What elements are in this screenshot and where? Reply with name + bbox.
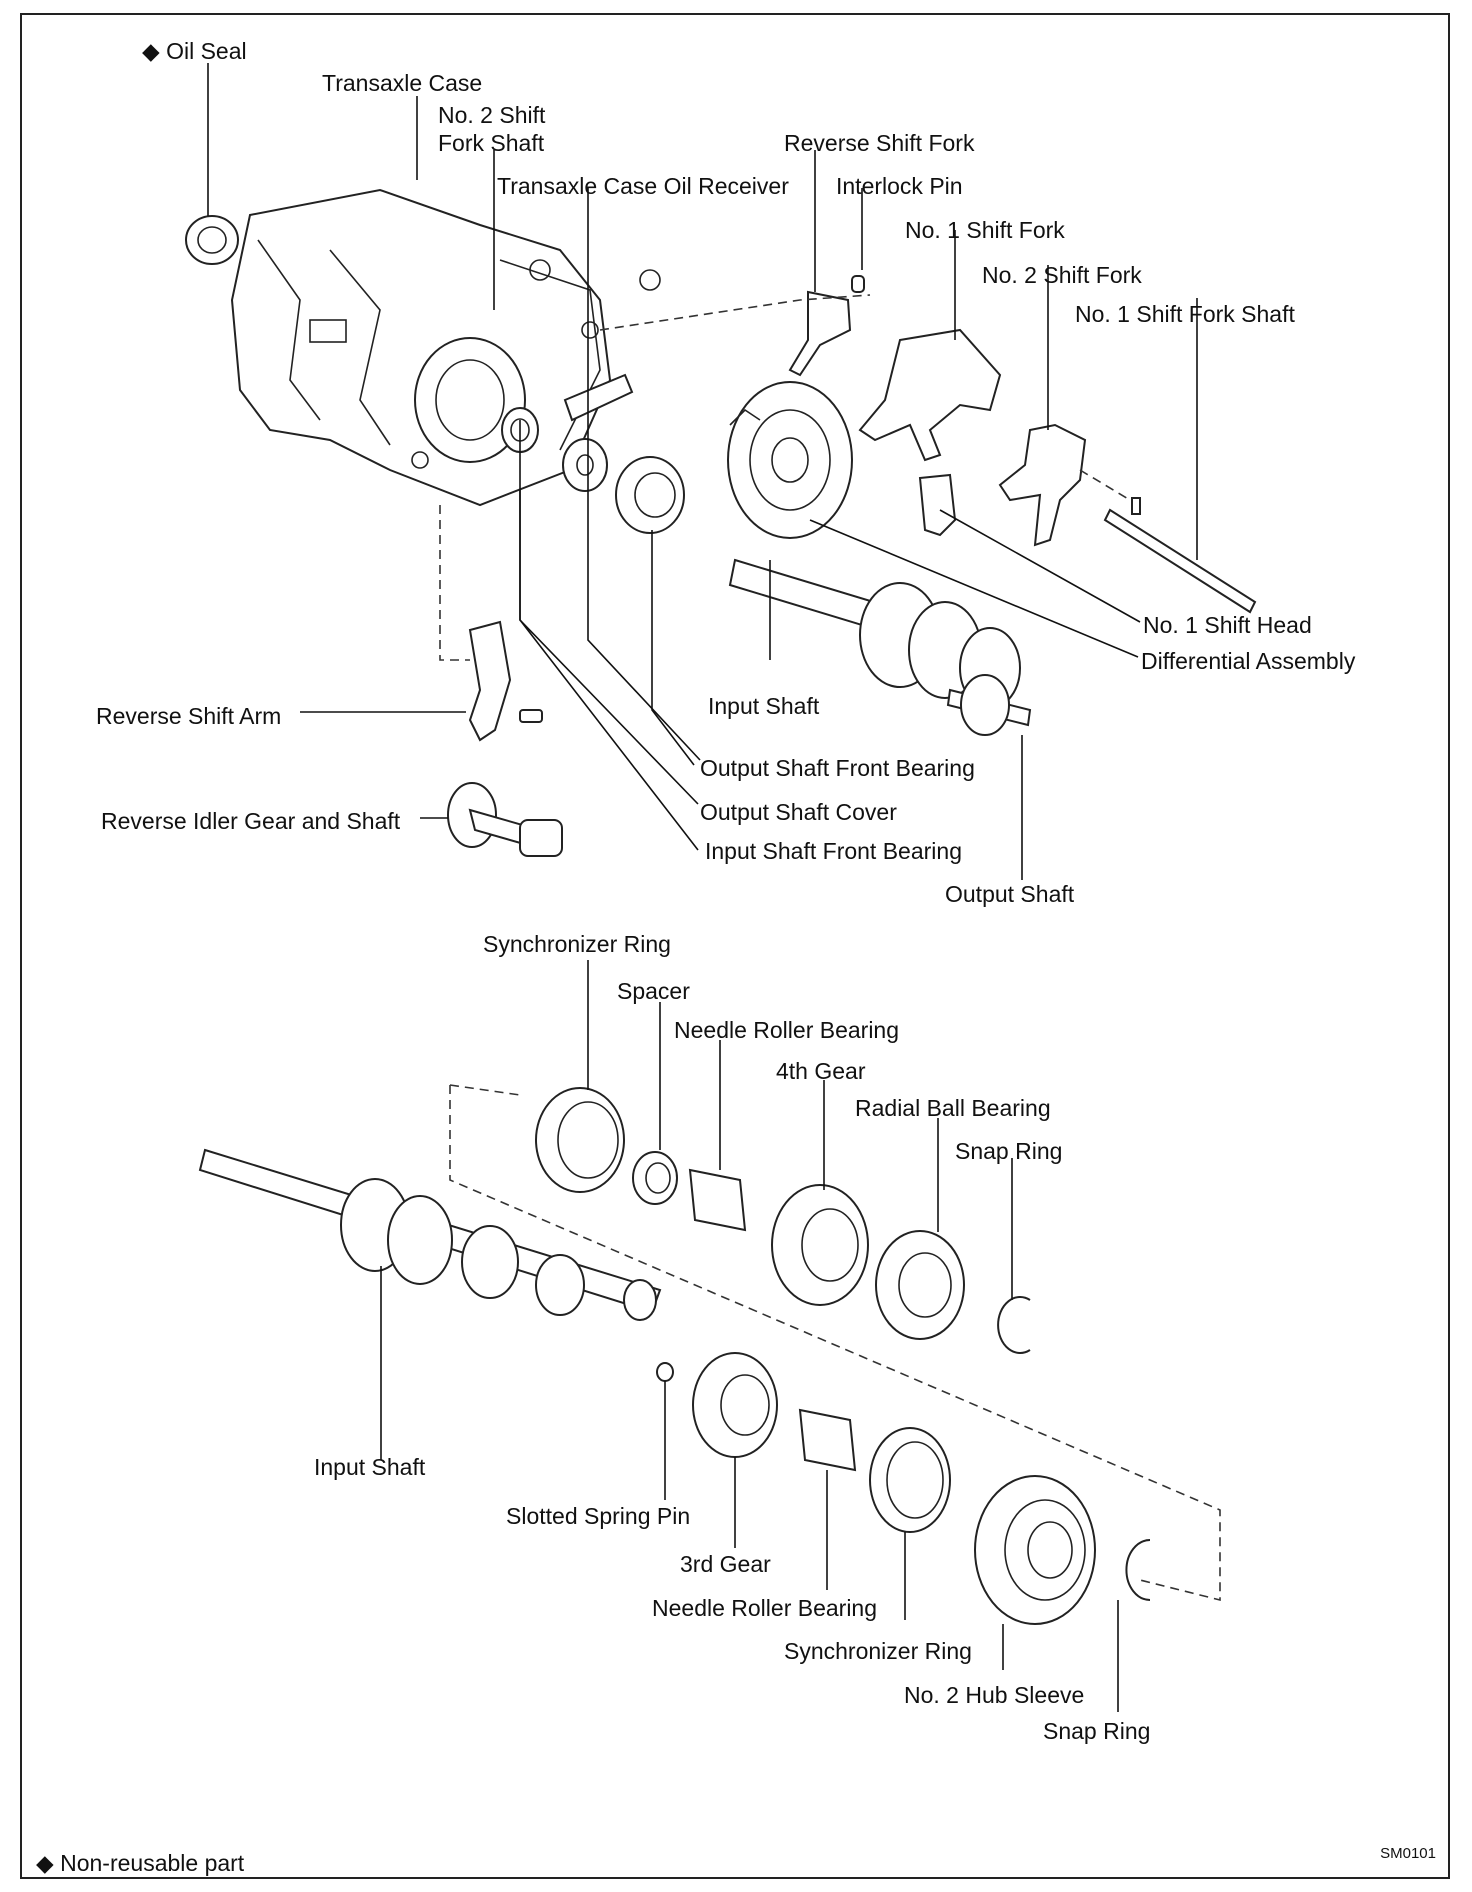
no2-shift-fork-shaft-label-line1: No. 2 Shift [438, 102, 546, 128]
legend-text: Non-reusable part [60, 1850, 245, 1876]
needle-roller-bearing-bottom-label: Needle Roller Bearing [652, 1595, 878, 1621]
interlock-pin-label: Interlock Pin [836, 173, 963, 199]
legend: ◆ Non-reusable part [36, 1850, 244, 1877]
input-shaft-top-label: Input Shaft [708, 693, 820, 719]
no2-shift-fork-shaft-label-line2: Fork Shaft [438, 130, 545, 156]
spacer-label: Spacer [617, 978, 690, 1004]
figure-frame [20, 13, 1450, 1879]
snap-ring-top-part [997, 1296, 1031, 1354]
figure-code: SM0101 [1380, 1845, 1436, 1862]
radial-ball-bearing-label: Radial Ball Bearing [855, 1095, 1051, 1121]
bearing-cover-parts [501, 373, 685, 534]
slotted-spring-pin-label: Slotted Spring Pin [506, 1503, 691, 1529]
third-gear-part [692, 1352, 778, 1458]
no1-shift-fork-part [858, 328, 1002, 462]
reverse-idler-gear-part [447, 782, 563, 857]
oil-seal-label: ◆ Oil Seal [142, 38, 247, 64]
needle-roller-bearing-bottom-part [798, 1408, 857, 1472]
snap-ring-bottom-label: Snap Ring [1043, 1718, 1151, 1744]
reverse-shift-arm-label: Reverse Shift Arm [96, 703, 282, 729]
no1-shift-fork-shaft-label: No. 1 Shift Fork Shaft [1075, 301, 1295, 327]
synchronizer-ring-bottom-part [869, 1427, 951, 1533]
reverse-shift-fork-part [788, 275, 865, 377]
no2-hub-sleeve-label: No. 2 Hub Sleeve [904, 1682, 1085, 1708]
third-gear-label: 3rd Gear [680, 1551, 771, 1577]
differential-assembly-part [727, 381, 853, 539]
synchronizer-ring-bottom-label: Synchronizer Ring [784, 1638, 972, 1664]
snap-ring-top-label: Snap Ring [955, 1138, 1063, 1164]
legend-symbol: ◆ [36, 1850, 54, 1876]
fourth-gear-part [771, 1184, 869, 1306]
no1-shift-fork-label: No. 1 Shift Fork [905, 217, 1065, 243]
no2-shift-fork-part [998, 423, 1087, 547]
slotted-spring-pin-part [656, 1362, 674, 1382]
transaxle-case-label: Transaxle Case [322, 70, 483, 96]
differential-assembly-label: Differential Assembly [1141, 648, 1356, 674]
no1-shift-fork-shaft-part [1103, 497, 1257, 614]
output-shaft-label: Output Shaft [945, 881, 1075, 907]
reverse-shift-arm-part [468, 620, 543, 742]
no1-shift-head-label: No. 1 Shift Head [1143, 612, 1312, 638]
oil-seal-part [185, 215, 239, 265]
non-reusable-marker: ◆ [142, 38, 160, 64]
leader-lines [207, 63, 1198, 1712]
synchronizer-ring-top-label: Synchronizer Ring [483, 931, 671, 957]
needle-roller-bearing-top-label: Needle Roller Bearing [674, 1017, 900, 1043]
no2-shift-fork-label: No. 2 Shift Fork [982, 262, 1142, 288]
synchronizer-ring-top-part [535, 1087, 625, 1193]
no1-shift-head-part [918, 473, 957, 537]
input-shaft-front-bearing-label: Input Shaft Front Bearing [705, 838, 962, 864]
snap-ring-bottom-part [1125, 1539, 1151, 1601]
reverse-idler-gear-label: Reverse Idler Gear and Shaft [101, 808, 401, 834]
radial-ball-bearing-part [875, 1230, 965, 1340]
gear-shaft-assembly-part [728, 558, 1032, 736]
input-shaft-bottom-part [198, 1148, 662, 1321]
input-shaft-bottom-label: Input Shaft [314, 1454, 426, 1480]
output-shaft-front-bearing-label: Output Shaft Front Bearing [700, 755, 975, 781]
no2-hub-sleeve-part [974, 1475, 1096, 1625]
output-shaft-cover-label: Output Shaft Cover [700, 799, 897, 825]
needle-roller-bearing-top-part [688, 1168, 747, 1232]
spacer-part [632, 1151, 678, 1205]
fourth-gear-label: 4th Gear [776, 1058, 866, 1084]
reverse-shift-fork-label: Reverse Shift Fork [784, 130, 975, 156]
case-oil-receiver-label: Transaxle Case Oil Receiver [497, 173, 789, 199]
